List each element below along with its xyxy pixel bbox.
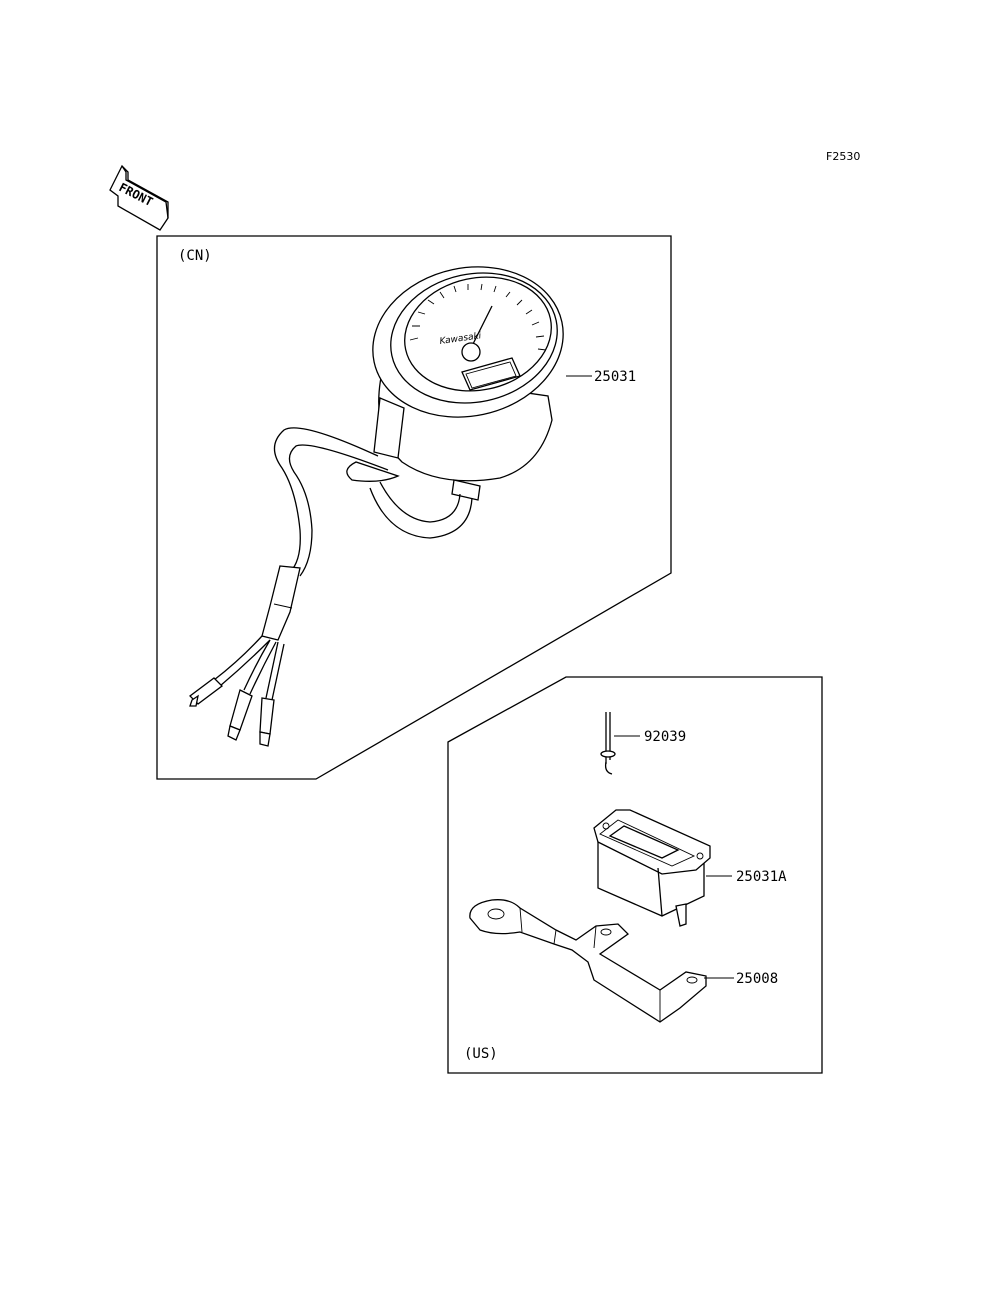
diagram-code: F2530 [826, 150, 860, 163]
us-region-frame [447, 676, 823, 1074]
part-number-25008: 25008 [736, 971, 778, 987]
bracket [469, 899, 707, 1023]
lcd-window [461, 357, 521, 391]
cn-region-frame [156, 235, 672, 780]
screw [600, 712, 616, 775]
meter-assembly: Kawasaki [372, 266, 564, 501]
front-arrow-icon: FRONT [109, 164, 169, 231]
wire-harness [189, 427, 473, 747]
part-number-25031: 25031 [594, 369, 636, 385]
part-number-25031a: 25031A [736, 869, 787, 885]
needle-hub [461, 342, 481, 362]
hour-meter [593, 809, 711, 927]
cn-region-label: (CN) [178, 248, 212, 264]
us-region-label: (US) [464, 1046, 498, 1062]
part-number-92039: 92039 [644, 729, 686, 745]
